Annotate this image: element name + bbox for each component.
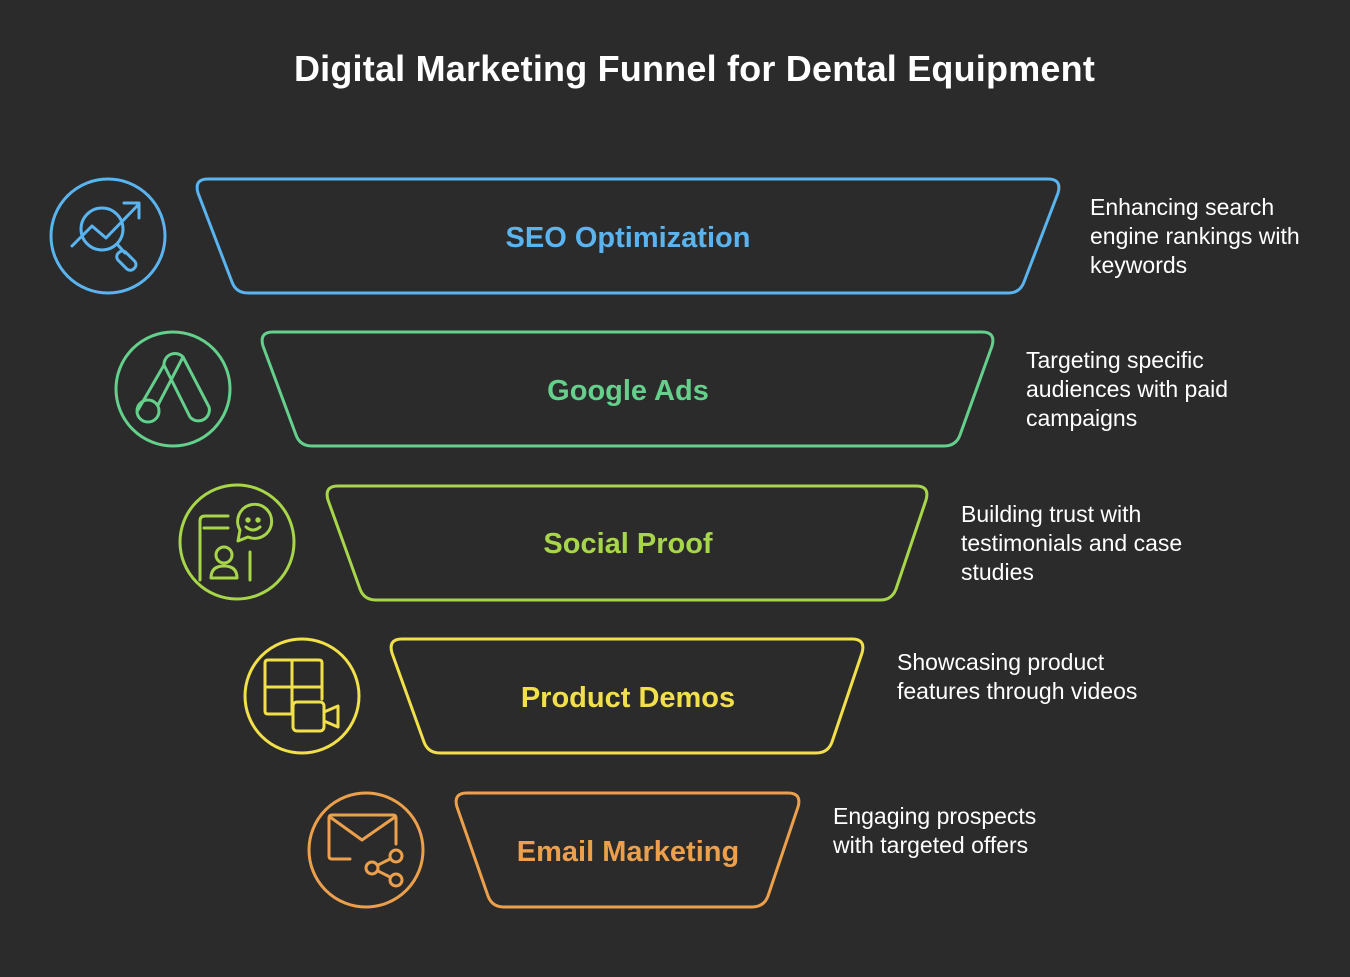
stage-label-social-proof: Social Proof (543, 528, 713, 560)
stage-label-google-ads: Google Ads (547, 375, 709, 407)
funnel-band-product-demos (389, 637, 865, 755)
funnel-band-seo (195, 177, 1061, 295)
funnel-stage-google-ads: Google Ads (114, 330, 995, 448)
funnel-stage-seo: SEO Optimization (49, 177, 1061, 295)
google-ads-icon (114, 330, 232, 448)
stage-description-social-proof: Building trust with testimonials and cas… (961, 501, 1183, 585)
funnel-stage-social-proof: Social Proof (178, 483, 929, 602)
video-demo-icon (243, 637, 361, 755)
page-title: Digital Marketing Funnel for Dental Equi… (293, 48, 1096, 89)
funnel-band-google-ads (260, 330, 995, 448)
testimonial-phone-icon (178, 483, 296, 601)
stage-description-google-ads: Targeting specific audiences with paid c… (1026, 347, 1229, 431)
trend-magnifier-icon (49, 177, 167, 295)
stage-label-email-marketing: Email Marketing (517, 836, 739, 868)
stage-label-product-demos: Product Demos (521, 682, 735, 714)
funnel-stage-email-marketing: Email Marketing (307, 791, 801, 909)
funnel-band-email-marketing (454, 791, 801, 909)
stage-label-seo: SEO Optimization (506, 222, 751, 254)
stage-description-email-marketing: Engaging prospects with targeted offers (833, 803, 1037, 858)
stage-description-product-demos: Showcasing product features through vide… (897, 649, 1138, 704)
email-share-icon (307, 791, 425, 909)
funnel-stage-product-demos: Product Demos (243, 637, 865, 755)
stage-description-seo: Enhancing search engine rankings with ke… (1090, 194, 1300, 278)
funnel-band-social-proof (325, 484, 929, 602)
